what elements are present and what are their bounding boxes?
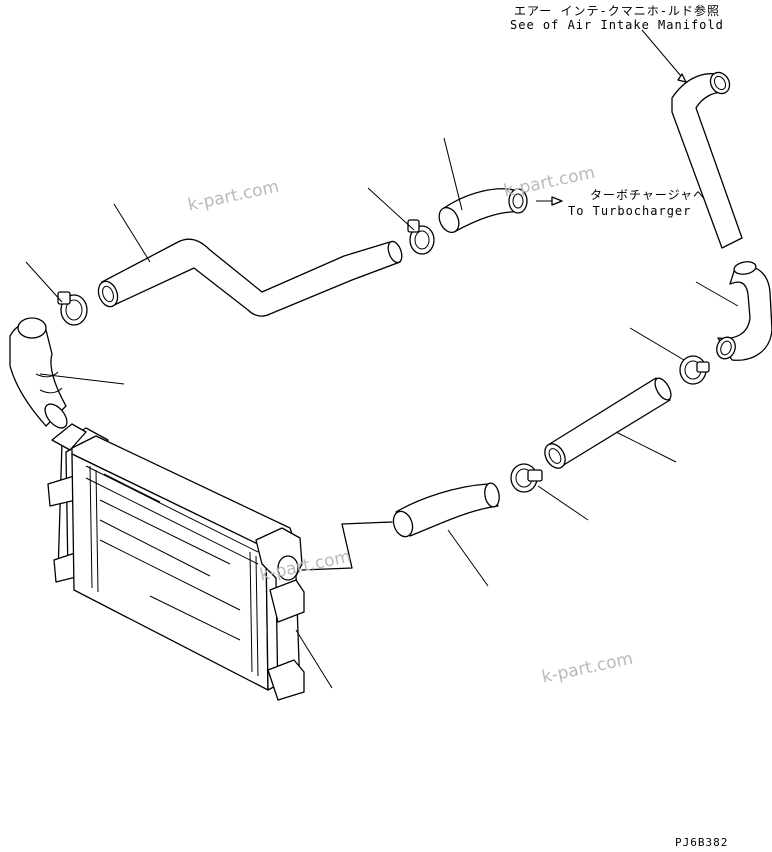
straight-intercooler-pipe <box>544 377 672 469</box>
air-intake-label-jp: エアー インテ-クマニホ-ルド参照 <box>514 4 720 18</box>
top-center-hose-clamp <box>407 219 435 255</box>
turbocharger-label-en: To Turbocharger <box>568 204 692 218</box>
lower-center-hose <box>392 482 500 538</box>
center-right-hose-clamp <box>510 463 543 493</box>
intake-manifold-elbow-hose <box>671 71 743 249</box>
drawing-code: PJ6B382 <box>675 836 729 849</box>
left-elbow-hose <box>9 317 68 429</box>
air-intake-label-en: See of Air Intake Manifold <box>510 18 724 32</box>
left-hose-clamp <box>57 291 88 326</box>
turbocharger-hose <box>438 188 528 234</box>
right-hose-clamp <box>679 355 710 385</box>
turbocharger-label-jp: ターボチャージャへ <box>590 188 707 202</box>
intercooler-core <box>47 423 305 701</box>
long-upper-pipe <box>97 238 403 317</box>
right-bent-hose <box>716 261 772 361</box>
leader-lines <box>25 29 739 689</box>
